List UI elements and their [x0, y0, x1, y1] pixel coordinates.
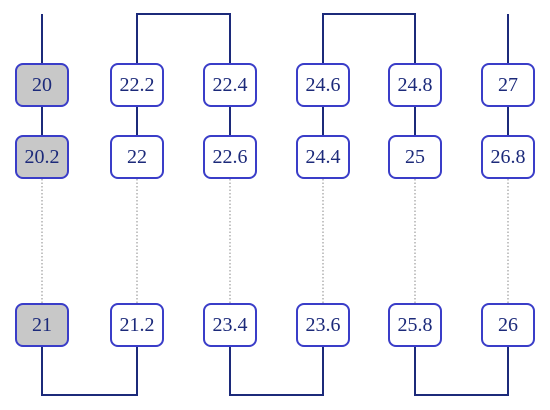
node-col5-mid: 25: [388, 135, 442, 179]
bottom-loop-1: [41, 347, 138, 396]
node-col5-top: 24.8: [388, 63, 442, 107]
node-col2-mid: 22: [110, 135, 164, 179]
node-col3-bottom: 23.4: [203, 303, 257, 347]
bottom-loop-3: [414, 347, 509, 396]
node-col4-top: 24.6: [296, 63, 350, 107]
node-col1-mid: 20.2: [15, 135, 69, 179]
node-col4-bottom: 23.6: [296, 303, 350, 347]
node-col2-bottom: 21.2: [110, 303, 164, 347]
node-col5-bottom: 25.8: [388, 303, 442, 347]
top-loop-1: [136, 13, 231, 63]
node-col6-top: 27: [481, 63, 535, 107]
node-col6-bottom: 26: [481, 303, 535, 347]
node-col1-bottom: 21: [15, 303, 69, 347]
bottom-loop-2: [229, 347, 324, 396]
node-col1-top: 20: [15, 63, 69, 107]
node-col4-mid: 24.4: [296, 135, 350, 179]
node-col6-mid: 26.8: [481, 135, 535, 179]
node-col3-mid: 22.6: [203, 135, 257, 179]
node-col2-top: 22.2: [110, 63, 164, 107]
node-col3-top: 22.4: [203, 63, 257, 107]
top-loop-2: [322, 13, 416, 63]
